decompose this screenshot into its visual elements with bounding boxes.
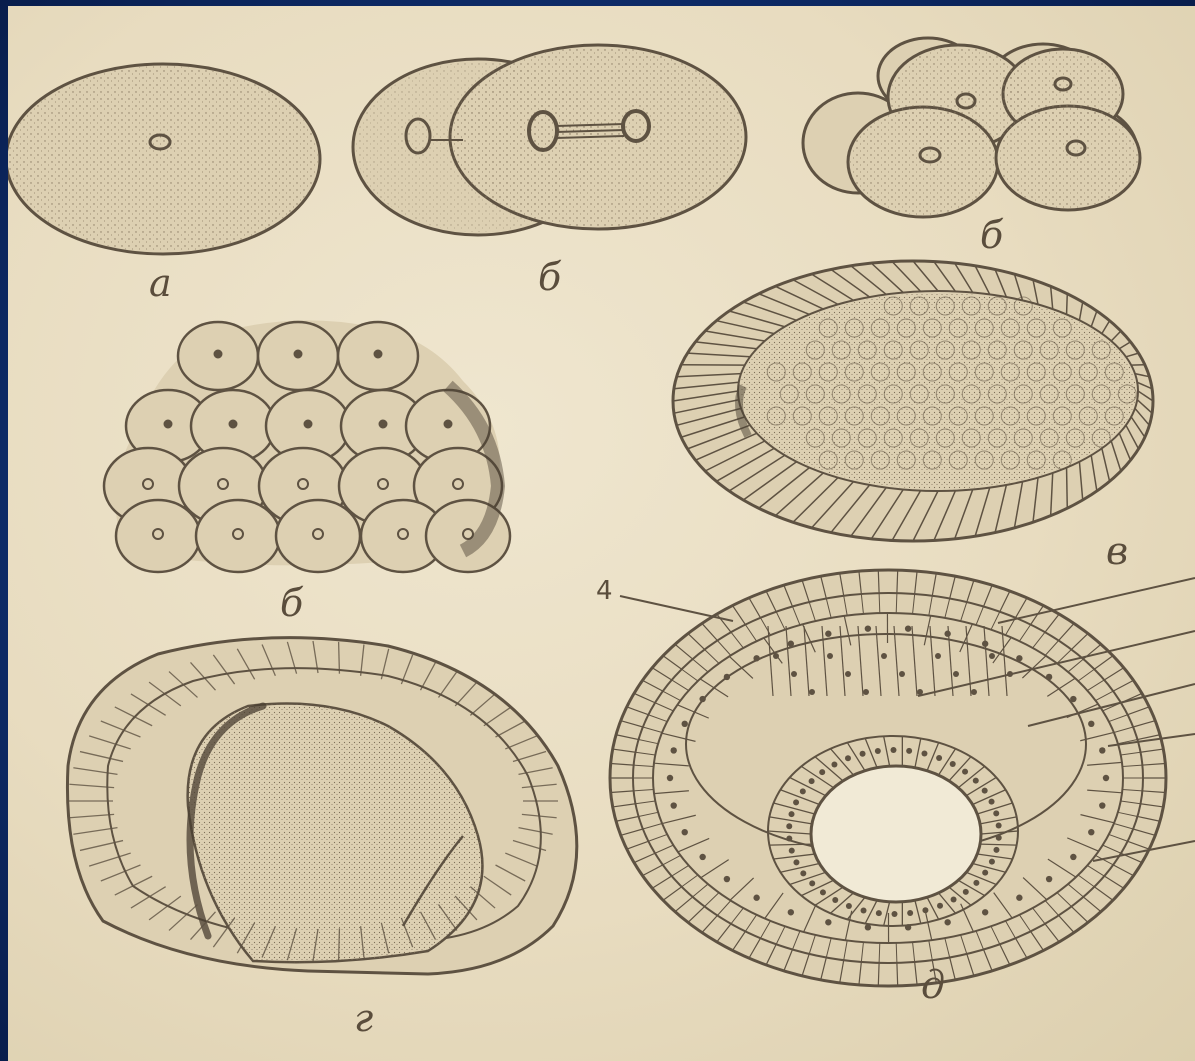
label-b-two-cell: б bbox=[538, 258, 561, 296]
label-b-eight-cell: б bbox=[980, 216, 1003, 254]
stage-b-eight-cell bbox=[803, 38, 1140, 217]
stage-b-two-cell bbox=[353, 45, 746, 235]
stage-b-morula bbox=[104, 320, 510, 572]
stage-a-zygote bbox=[8, 64, 320, 254]
stage-g-gastrula bbox=[67, 638, 576, 974]
stage-v-blastula bbox=[673, 261, 1153, 541]
embryo-illustration bbox=[8, 6, 1195, 1061]
label-d: д bbox=[921, 966, 945, 1004]
label-a: а bbox=[149, 264, 172, 302]
leader-line-4 bbox=[620, 596, 733, 621]
stage-d-gastrula-section bbox=[610, 570, 1166, 986]
illustration-paper: а б б б в г д 4 bbox=[8, 6, 1195, 1061]
label-g: г bbox=[354, 999, 373, 1037]
label-number-4: 4 bbox=[596, 578, 613, 604]
label-b-morula: б bbox=[280, 584, 303, 622]
label-v: в bbox=[1106, 532, 1128, 570]
